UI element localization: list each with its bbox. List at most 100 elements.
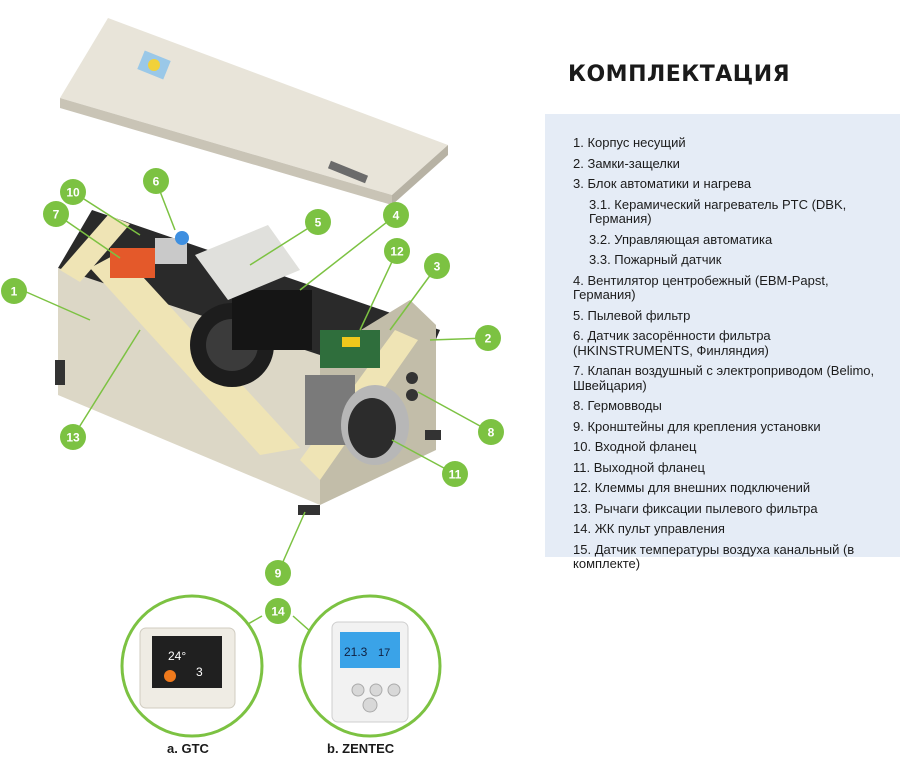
legend-item: 4. Вентилятор центробежный (EBM-Papst, Г… bbox=[573, 272, 894, 303]
legend-item-number: 13. bbox=[573, 500, 595, 516]
callout-2: 2 bbox=[475, 325, 501, 351]
legend-item-label: Клеммы для внешних подключений bbox=[594, 480, 811, 495]
legend-item-number: 3.2. bbox=[589, 231, 615, 247]
legend-item: 3.1. Керамический нагреватель PTC (DBK, … bbox=[573, 196, 894, 227]
callout-12: 12 bbox=[384, 238, 410, 264]
gtc-screen-temp: 24° bbox=[168, 649, 186, 663]
legend-item-number: 11. bbox=[573, 459, 594, 475]
controller-gtc-caption: a. GTC bbox=[167, 741, 209, 756]
legend-item-number: 6. bbox=[573, 328, 588, 343]
callout-1: 1 bbox=[1, 278, 27, 304]
zentec-screen-value: 17 bbox=[378, 647, 390, 659]
legend-item: 8. Гермовводы bbox=[573, 398, 894, 414]
legend-item-number: 2. bbox=[573, 155, 588, 171]
legend-item-label: Замки-защелки bbox=[587, 155, 680, 171]
legend-item: 1. Корпус несущий bbox=[573, 135, 894, 151]
legend-item-label: Вентилятор центробежный (EBM-Papst, Герм… bbox=[573, 272, 829, 302]
legend-item-label: ЖК пульт управления bbox=[594, 521, 725, 536]
legend-item-number: 3.1. bbox=[589, 196, 615, 212]
components-legend: 1. Корпус несущий 2. Замки-защелки 3. Блок… bbox=[545, 114, 900, 571]
legend-item-label: Корпус несущий bbox=[587, 135, 686, 150]
legend-item-number: 9. bbox=[573, 418, 588, 434]
callout-circle bbox=[442, 461, 468, 487]
legend-item-number: 15. bbox=[573, 541, 595, 557]
legend-item-number: 14. bbox=[573, 521, 595, 536]
callout-circle bbox=[143, 168, 169, 194]
legend-item-label: Пылевой фильтр bbox=[587, 307, 691, 323]
callout-circle bbox=[424, 253, 450, 279]
callout-number: 1 bbox=[11, 285, 18, 299]
callout-circle bbox=[1, 278, 27, 304]
legend-item-number: 7. bbox=[573, 363, 588, 378]
legend-item-label: Датчик температуры воздуха канальный (в … bbox=[573, 541, 855, 571]
legend-item-label: Рычаги фиксации пылевого фильтра bbox=[594, 500, 818, 516]
legend-item: 13. Рычаги фиксации пылевого фильтра bbox=[573, 500, 894, 517]
callout-9: 9 bbox=[265, 560, 291, 586]
legend-item-label: Клапан воздушный с электроприводом (Beli… bbox=[573, 363, 875, 393]
callout-number: 8 bbox=[488, 426, 495, 440]
legend-item: 3.3. Пожарный датчик bbox=[573, 252, 894, 268]
legend-item-label: Блок автоматики и нагрева bbox=[587, 176, 752, 191]
legend-item: 6. Датчик засорённости фильтра (HKINSTRU… bbox=[573, 328, 894, 358]
legend-item: 3. Блок автоматики и нагрева bbox=[573, 176, 894, 192]
callout-number: 14 bbox=[271, 605, 285, 619]
callout-14: 14 bbox=[265, 598, 291, 624]
controller-gtc: 24° 3 bbox=[120, 594, 264, 738]
callout-number: 11 bbox=[449, 468, 462, 482]
callout-10: 10 bbox=[60, 179, 86, 205]
callout-number: 12 bbox=[390, 245, 404, 259]
legend-item-number: 4. bbox=[573, 272, 588, 288]
callout-number: 2 bbox=[485, 332, 492, 346]
callout-number: 4 bbox=[393, 209, 400, 223]
callout-4: 4 bbox=[383, 202, 409, 228]
legend-item-label: Керамический нагреватель PTC (DBK, Герма… bbox=[589, 196, 847, 226]
legend-item-label: Пожарный датчик bbox=[614, 252, 722, 267]
legend-item: 2. Замки-защелки bbox=[573, 155, 894, 172]
callout-circle bbox=[265, 598, 291, 624]
legend-item: 3.2. Управляющая автоматика bbox=[573, 231, 894, 248]
legend-item-number: 3. bbox=[573, 176, 588, 191]
callout-8: 8 bbox=[478, 419, 504, 445]
legend-item: 9. Кронштейны для крепления установки bbox=[573, 418, 894, 435]
legend-item-label: Гермовводы bbox=[587, 398, 662, 413]
callout-circle bbox=[43, 201, 69, 227]
callout-number: 9 bbox=[275, 567, 282, 581]
legend-item: 14. ЖК пульт управления bbox=[573, 521, 894, 537]
legend-item-number: 1. bbox=[573, 135, 588, 150]
callout-13: 13 bbox=[60, 424, 86, 450]
legend-item-number: 3.3. bbox=[589, 252, 615, 267]
callout-number: 10 bbox=[66, 186, 80, 200]
callout-number: 7 bbox=[53, 208, 60, 222]
legend-item-number: 10. bbox=[573, 439, 595, 454]
callout-circle bbox=[60, 424, 86, 450]
legend-item-number: 12. bbox=[573, 480, 595, 495]
callout-number: 5 bbox=[315, 216, 322, 230]
legend-item-label: Датчик засорённости фильтра (HKINSTRUMEN… bbox=[573, 328, 771, 358]
unit-body bbox=[55, 210, 441, 515]
callout-number: 6 bbox=[153, 175, 160, 189]
callout-circle bbox=[478, 419, 504, 445]
controller-zentec: 21.3 17 bbox=[298, 594, 442, 738]
gtc-screen-value: 3 bbox=[196, 665, 203, 679]
callout-circle bbox=[305, 209, 331, 235]
callout-number: 3 bbox=[434, 260, 441, 274]
legend-item-label: Управляющая автоматика bbox=[614, 231, 773, 247]
legend-item-label: Входной фланец bbox=[594, 439, 697, 454]
callout-3: 3 bbox=[424, 253, 450, 279]
legend-item-number: 5. bbox=[573, 307, 588, 323]
legend-item-label: Выходной фланец bbox=[593, 459, 705, 475]
legend-item: 11. Выходной фланец bbox=[573, 459, 894, 476]
legend-item: 15. Датчик температуры воздуха канальный… bbox=[573, 541, 894, 572]
unit-lid bbox=[60, 18, 448, 205]
callout-6: 6 bbox=[143, 168, 169, 194]
zentec-screen-temp: 21.3 bbox=[344, 645, 368, 659]
callout-circle bbox=[383, 202, 409, 228]
callout-7: 7 bbox=[43, 201, 69, 227]
callout-circle bbox=[265, 560, 291, 586]
callout-circle bbox=[475, 325, 501, 351]
controller-zentec-caption: b. ZENTEC bbox=[327, 741, 395, 756]
components-list: 1. Корпус несущий 2. Замки-защелки 3. Блок… bbox=[545, 114, 900, 572]
legend-item: 7. Клапан воздушный с электроприводом (B… bbox=[573, 363, 894, 393]
callout-number: 13 bbox=[66, 431, 80, 445]
